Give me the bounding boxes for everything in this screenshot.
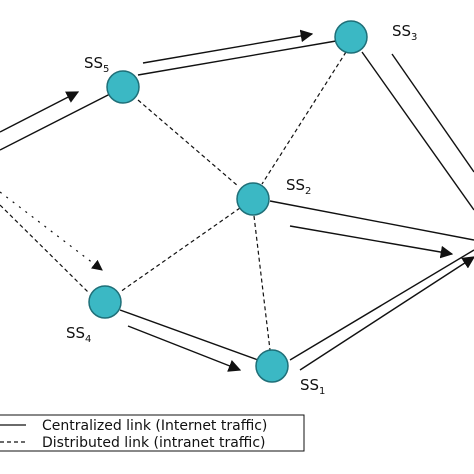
node-ss1: SS1 <box>255 349 325 397</box>
node-ss1-label: SS1 <box>300 376 325 397</box>
legend-distributed-label: Distributed link (intranet traffic) <box>42 435 266 451</box>
link-ss1-gateway <box>289 249 474 361</box>
link-source-ss5 <box>0 92 113 151</box>
link-ss3-gateway <box>361 51 474 211</box>
node-ss5-label: SS5 <box>84 54 109 75</box>
link-ss3-ss2 <box>261 51 347 185</box>
nodes: SS5 SS3 SS2 SS4 SS1 <box>66 20 417 397</box>
legend-box <box>0 414 305 452</box>
node-ss2-label: SS2 <box>286 176 311 197</box>
node-ss3-circle <box>334 20 368 54</box>
node-ss3-label: SS3 <box>392 22 417 43</box>
link-ss5-ss3 <box>137 40 337 76</box>
node-ss5-circle <box>106 70 140 104</box>
traffic-arrows <box>0 29 474 372</box>
link-ss4-ss1 <box>119 309 259 361</box>
arrow-ss3-gateway <box>391 53 474 173</box>
distributed-links <box>0 51 347 351</box>
node-ss5: SS5 <box>84 54 140 104</box>
arrow-ss1-gateway <box>299 256 474 371</box>
link-ss2-ss1 <box>253 215 271 351</box>
node-ss2-circle <box>236 182 270 216</box>
link-ss2-ss4 <box>119 207 241 293</box>
node-ss2: SS2 <box>236 176 311 216</box>
node-ss1-circle <box>255 349 289 383</box>
arrow-source-ss5 <box>0 91 80 133</box>
node-ss4: SS4 <box>66 285 122 345</box>
legend: Centralized link (Internet traffic) Dist… <box>0 414 305 452</box>
arrow-ss4-ss1 <box>127 325 242 372</box>
legend-centralized-label: Centralized link (Internet traffic) <box>42 418 267 434</box>
node-ss4-circle <box>88 285 122 319</box>
link-ss5-ss2 <box>137 99 239 187</box>
centralized-links <box>0 40 474 361</box>
arrow-source-ss4 <box>0 191 103 271</box>
link-ss2-gateway <box>269 200 474 241</box>
arrow-ss5-ss3 <box>142 29 314 64</box>
node-ss4-label: SS4 <box>66 324 91 345</box>
node-ss3: SS3 <box>334 20 417 54</box>
link-source-ss4 <box>0 204 89 293</box>
arrow-ss2-gateway <box>289 225 454 259</box>
